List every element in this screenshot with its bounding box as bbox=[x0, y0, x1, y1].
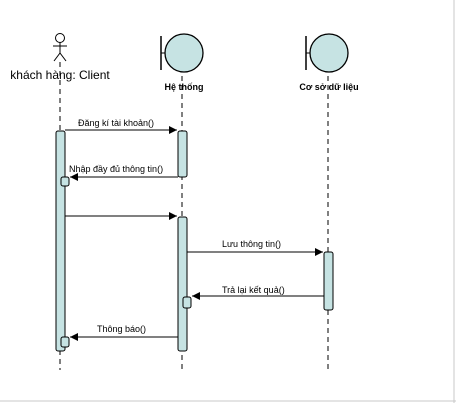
activation-bar-system bbox=[177, 130, 188, 178]
actor-icon bbox=[53, 33, 67, 62]
message: Nhập đầy đủ thông tin() bbox=[69, 164, 178, 181]
participant-label-db: Cơ sở dữ liệu bbox=[299, 82, 358, 92]
boundary-icon bbox=[305, 33, 349, 73]
activation-bar-db bbox=[323, 251, 334, 311]
activation-bar-client bbox=[55, 130, 66, 352]
activation-bar-system-nested bbox=[182, 296, 192, 309]
message: Trả lại kết quả() bbox=[192, 285, 324, 300]
message: Đăng kí tài khoản() bbox=[65, 118, 177, 134]
message: Thông báo() bbox=[70, 324, 178, 341]
message-label: Nhập đầy đủ thông tin() bbox=[69, 164, 163, 174]
message-label: Đăng kí tài khoản() bbox=[78, 118, 154, 128]
participant-label-client: khách hàng: Client bbox=[10, 68, 110, 82]
activation-bar-client-nested bbox=[60, 176, 70, 187]
message-label: Trả lại kết quả() bbox=[222, 285, 285, 295]
message-label: Thông báo() bbox=[97, 324, 146, 334]
participant-label-system: Hệ thống bbox=[165, 82, 204, 92]
message: Lưu thông tin() bbox=[187, 239, 323, 256]
boundary-icon bbox=[160, 33, 204, 73]
message-label: Lưu thông tin() bbox=[222, 239, 281, 249]
activation-bar-system bbox=[177, 216, 188, 352]
activation-bar-client-nested bbox=[60, 336, 70, 348]
